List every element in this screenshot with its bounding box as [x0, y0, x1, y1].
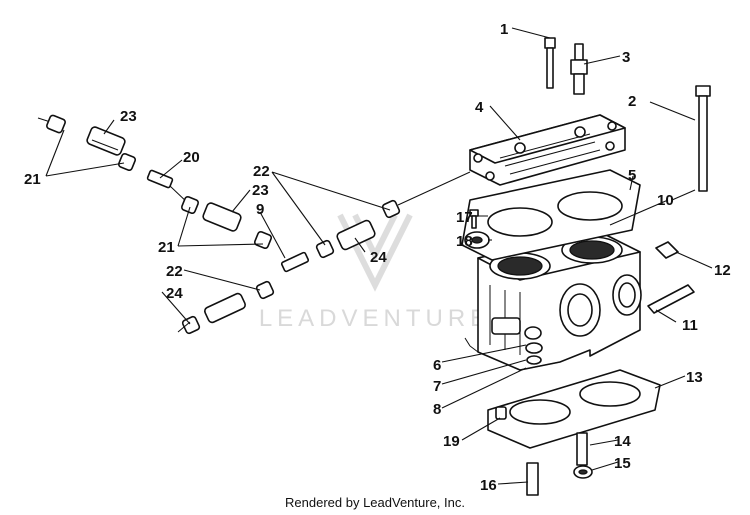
callout-11: 11: [682, 317, 698, 334]
cylinder-head: [469, 114, 626, 186]
spark-plug-3: [570, 43, 588, 95]
callout-22-upper: 22: [253, 163, 270, 180]
callout-21-lower: 21: [158, 239, 175, 256]
callout-22-lower: 22: [166, 263, 183, 280]
watermark-text: LEADVENTURE: [259, 305, 491, 332]
leader-lines: [45, 27, 713, 485]
cylinder-block: [464, 231, 642, 371]
bolt-1: [544, 37, 556, 89]
callout-24-left: 24: [166, 285, 183, 302]
callout-16: 16: [480, 477, 497, 494]
stud-16: [526, 462, 539, 496]
through-bolt-2: [695, 85, 711, 192]
callout-7: 7: [433, 378, 441, 395]
callout-8: 8: [433, 401, 441, 418]
plug-12: [655, 241, 679, 259]
callouts: 1 2 3 4 5 6 7 8 9 10 11 12 13 14 15 16 1…: [24, 21, 731, 494]
callout-19: 19: [443, 433, 460, 450]
callout-20: 20: [183, 149, 200, 166]
callout-12: 12: [714, 262, 731, 279]
stud-14: [576, 432, 588, 466]
callout-21-upper: 21: [24, 171, 41, 188]
hose-assembly-upper: [37, 114, 471, 273]
callout-4: 4: [475, 99, 484, 116]
head-gasket: [461, 169, 641, 261]
callout-1: 1: [500, 21, 508, 38]
callout-23-upper: 23: [120, 108, 137, 125]
bracket-11: [647, 284, 695, 314]
callout-24-right: 24: [370, 249, 387, 266]
nut-15: [573, 465, 593, 479]
fitting-19: [495, 406, 507, 420]
callout-18: 18: [456, 233, 473, 250]
fitting-6-7-8: [525, 342, 543, 365]
callout-14: 14: [614, 433, 631, 450]
hose-assembly-lower: [177, 280, 275, 335]
callout-17: 17: [456, 209, 473, 226]
callout-6: 6: [433, 357, 441, 374]
base-gasket: [487, 369, 661, 449]
callout-9: 9: [256, 201, 264, 218]
callout-5: 5: [628, 167, 636, 184]
callout-2: 2: [628, 93, 636, 110]
callout-13: 13: [686, 369, 703, 386]
callout-10: 10: [657, 192, 674, 209]
footer-credit: Rendered by LeadVenture, Inc.: [285, 495, 465, 510]
callout-3: 3: [622, 49, 630, 66]
callout-15: 15: [614, 455, 631, 472]
callout-23-lower: 23: [252, 182, 269, 199]
